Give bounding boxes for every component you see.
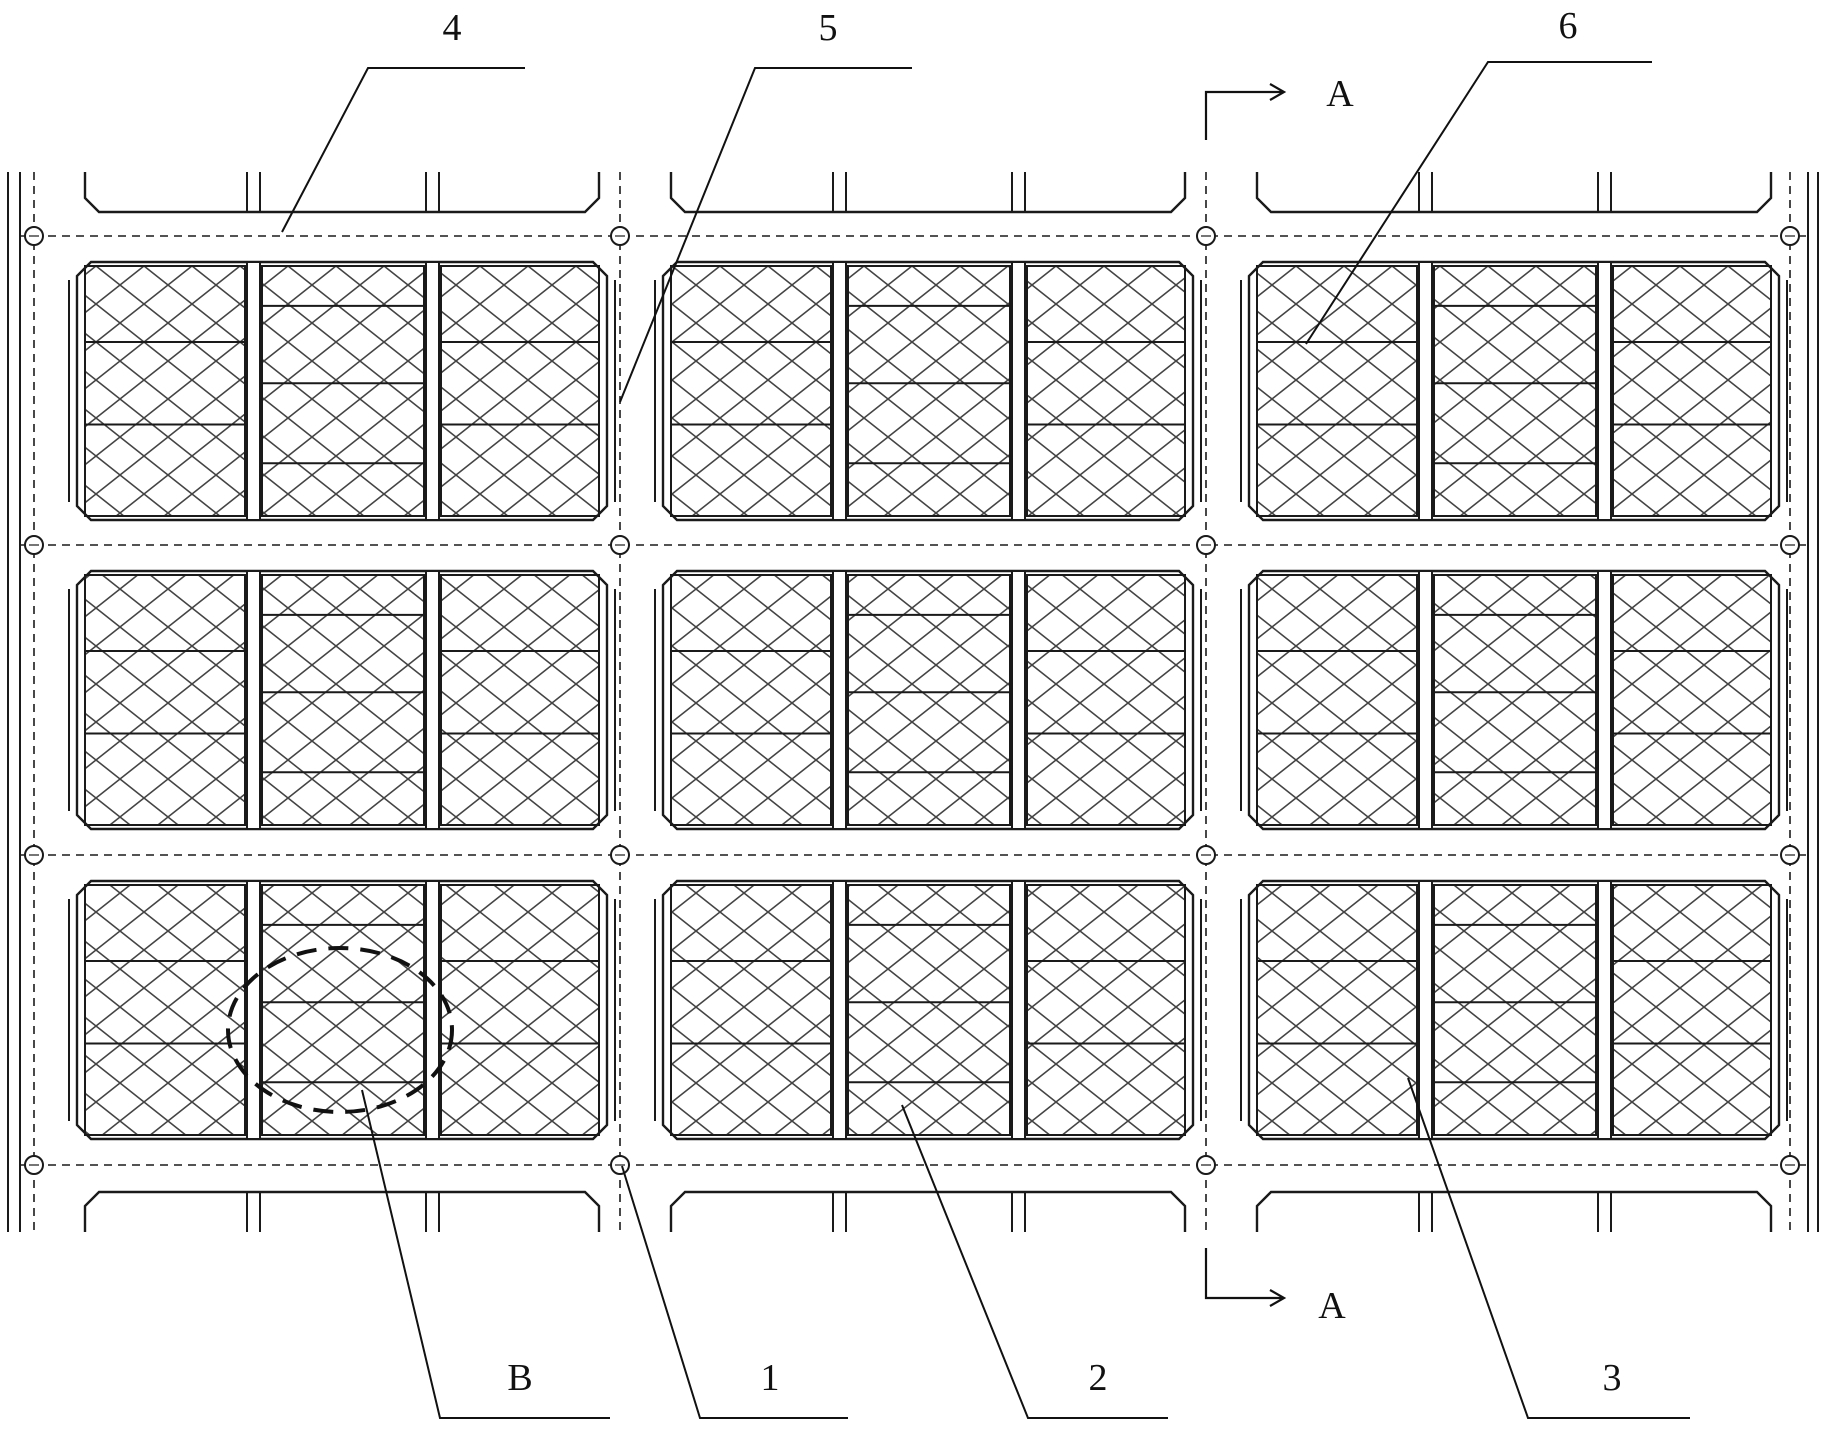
strip-2 <box>1026 574 1186 826</box>
strip-post-0 <box>832 261 847 521</box>
strip-2 <box>1612 265 1772 517</box>
section-bottom-line <box>1204 1248 1258 1300</box>
partial-outline <box>1255 172 1773 214</box>
strip-post-1 <box>1597 261 1612 521</box>
strip-post-0 <box>1418 880 1433 1140</box>
module-0-1 <box>654 260 1202 522</box>
label-2: 2 <box>1089 1357 1108 1399</box>
module-2-2 <box>1240 879 1788 1141</box>
leader-1 <box>621 1165 848 1419</box>
strip-2 <box>440 265 600 517</box>
strip-post-1 <box>1011 261 1026 521</box>
strip-1 <box>261 265 425 517</box>
strip-0 <box>84 265 246 517</box>
strip-0 <box>1256 265 1418 517</box>
strip-0 <box>670 574 832 826</box>
strip-post-1 <box>1597 570 1612 830</box>
partial-outline <box>83 1190 601 1232</box>
strip-post-1 <box>1011 880 1026 1140</box>
module-1-1 <box>654 569 1202 831</box>
strip-2 <box>440 884 600 1136</box>
module-1-0 <box>68 569 616 831</box>
section-label-bottom: A <box>1318 1285 1346 1327</box>
strip-post-1 <box>425 261 440 521</box>
planting-modules <box>68 260 1788 1141</box>
partial-module-bottom-0 <box>83 1190 601 1232</box>
partial-module-bottom-2 <box>1255 1190 1773 1232</box>
strip-post-0 <box>246 261 261 521</box>
strip-post-1 <box>425 570 440 830</box>
strip-1 <box>847 884 1011 1136</box>
strip-1 <box>1433 574 1597 826</box>
strip-0 <box>670 884 832 1136</box>
partial-module-top-1 <box>669 172 1187 214</box>
label-5: 5 <box>819 7 838 49</box>
axis-grid-lines <box>20 172 1808 1232</box>
label-B: B <box>507 1357 532 1399</box>
partial-outline <box>83 172 601 214</box>
leader-5 <box>619 67 912 403</box>
module-0-0 <box>68 260 616 522</box>
leader-2 <box>901 1104 1168 1419</box>
section-label-top: A <box>1326 73 1354 115</box>
section-top-line <box>1204 90 1258 140</box>
strip-post-0 <box>832 880 847 1140</box>
partial-outline <box>669 172 1187 214</box>
strip-post-1 <box>425 880 440 1140</box>
strip-1 <box>847 265 1011 517</box>
partial-module-top-2 <box>1255 172 1773 214</box>
strip-post-0 <box>246 880 261 1140</box>
label-3: 3 <box>1603 1357 1622 1399</box>
leader-B <box>361 1089 610 1419</box>
strip-1 <box>261 574 425 826</box>
strip-0 <box>1256 884 1418 1136</box>
strip-post-1 <box>1011 570 1026 830</box>
leader-3 <box>1407 1077 1690 1419</box>
section-bottom-arrow <box>1258 1289 1287 1307</box>
detail-b-ellipse <box>226 946 454 1114</box>
strip-2 <box>1026 884 1186 1136</box>
label-1: 1 <box>761 1357 780 1399</box>
strip-1 <box>1433 265 1597 517</box>
strip-post-0 <box>1418 570 1433 830</box>
outer-frame <box>7 172 1819 1232</box>
strip-2 <box>1026 265 1186 517</box>
label-6: 6 <box>1559 5 1578 47</box>
partial-modules-edge <box>83 172 1773 1232</box>
strip-1 <box>1433 884 1597 1136</box>
strip-post-0 <box>246 570 261 830</box>
leader-lines <box>281 61 1690 1419</box>
strip-0 <box>84 574 246 826</box>
module-2-0 <box>68 879 616 1141</box>
label-4: 4 <box>443 7 462 49</box>
partial-outline <box>1255 1190 1773 1232</box>
strip-2 <box>1612 574 1772 826</box>
strip-post-1 <box>1597 880 1612 1140</box>
leader-4 <box>281 67 525 233</box>
leader-6 <box>1305 61 1652 345</box>
module-1-2 <box>1240 569 1788 831</box>
partial-module-top-0 <box>83 172 601 214</box>
section-markers <box>1204 83 1287 1307</box>
partial-outline <box>669 1190 1187 1232</box>
strip-post-0 <box>832 570 847 830</box>
strip-1 <box>847 574 1011 826</box>
strip-2 <box>440 574 600 826</box>
axis-nodes <box>24 226 1800 1175</box>
section-top-arrow <box>1258 83 1287 101</box>
strip-0 <box>670 265 832 517</box>
strip-post-0 <box>1418 261 1433 521</box>
module-0-2 <box>1240 260 1788 522</box>
strip-0 <box>1256 574 1418 826</box>
strip-2 <box>1612 884 1772 1136</box>
partial-module-bottom-1 <box>669 1190 1187 1232</box>
strip-0 <box>84 884 246 1136</box>
module-2-1 <box>654 879 1202 1141</box>
strip-1 <box>261 884 425 1136</box>
